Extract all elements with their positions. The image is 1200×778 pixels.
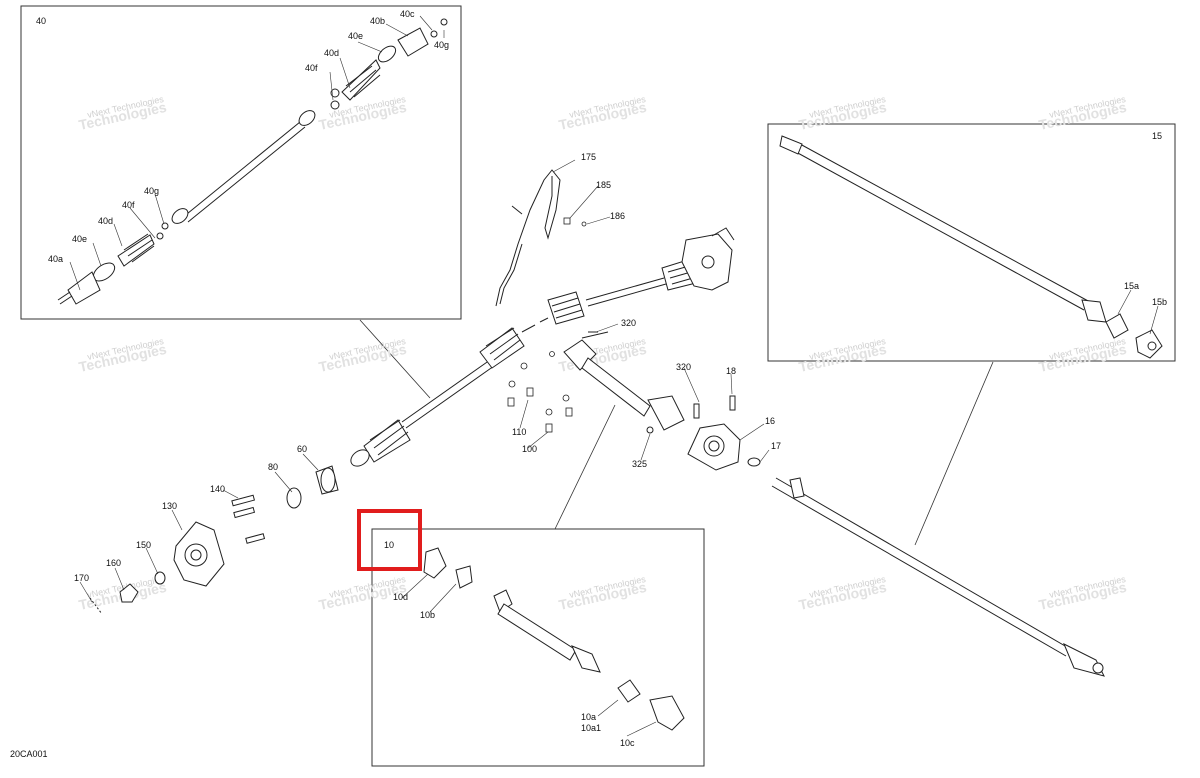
callout-40f-top: 40f bbox=[305, 63, 318, 73]
upper-axle-and-differential bbox=[539, 227, 735, 325]
rear-shaft-inset-drawing bbox=[779, 135, 1163, 359]
callout-40b: 40b bbox=[370, 16, 385, 26]
callout-18: 18 bbox=[726, 366, 736, 376]
callout-40g-bottom: 40g bbox=[144, 186, 159, 196]
callout-40d-bottom: 40d bbox=[98, 216, 113, 226]
inset-frame-drive-shaft bbox=[371, 528, 705, 767]
inset-leader-front-axle bbox=[359, 319, 431, 399]
main-leaders bbox=[79, 159, 1159, 737]
watermarks: Technologies vNext Technologies Technolo… bbox=[77, 94, 1128, 613]
callout-150: 150 bbox=[136, 540, 151, 550]
inset-leader-drive-shaft bbox=[554, 404, 616, 530]
inset-label-15: 15 bbox=[1152, 131, 1162, 141]
inset-leader-rear-shaft bbox=[914, 361, 994, 546]
callout-40d-top: 40d bbox=[324, 48, 339, 58]
callout-40c: 40c bbox=[400, 9, 415, 19]
callout-40g-top: 40g bbox=[434, 40, 449, 50]
callout-170: 170 bbox=[74, 573, 89, 583]
callout-185: 185 bbox=[596, 180, 611, 190]
callout-60: 60 bbox=[297, 444, 307, 454]
brake-cable-175 bbox=[495, 169, 561, 307]
callout-320-upper: 320 bbox=[621, 318, 636, 328]
center-bearing-assembly bbox=[588, 331, 761, 471]
front-drive-axle bbox=[350, 324, 536, 467]
inset-label-10: 10 bbox=[384, 540, 394, 550]
callout-16: 16 bbox=[765, 416, 775, 426]
callout-10a: 10a bbox=[581, 712, 596, 722]
front-axle-leaders bbox=[69, 15, 445, 291]
callout-10d: 10d bbox=[393, 592, 408, 602]
callout-186: 186 bbox=[610, 211, 625, 221]
small-clip-parts bbox=[563, 217, 587, 227]
callout-40a: 40a bbox=[48, 254, 63, 264]
callout-100: 100 bbox=[522, 444, 537, 454]
callout-325: 325 bbox=[632, 459, 647, 469]
callout-15a: 15a bbox=[1124, 281, 1139, 291]
callout-40e-bottom: 40e bbox=[72, 234, 87, 244]
callout-10c: 10c bbox=[620, 738, 635, 748]
wheel-hub-assembly bbox=[89, 465, 339, 615]
front-propshaft bbox=[563, 331, 685, 431]
inset-frame-front-axle bbox=[20, 5, 462, 320]
callout-15b: 15b bbox=[1152, 297, 1167, 307]
callout-40e-top: 40e bbox=[348, 31, 363, 41]
inset-label-40: 40 bbox=[36, 16, 46, 26]
callout-130: 130 bbox=[162, 501, 177, 511]
diagram-code: 20CA001 bbox=[10, 749, 48, 759]
inset-frame-rear-shaft bbox=[767, 123, 1176, 362]
callout-10b: 10b bbox=[420, 610, 435, 620]
callout-320-lower: 320 bbox=[676, 362, 691, 372]
callout-110: 110 bbox=[512, 427, 526, 437]
callout-10a1: 10a1 bbox=[581, 723, 601, 733]
callout-17: 17 bbox=[771, 441, 781, 451]
rear-propshaft-main bbox=[771, 477, 1105, 677]
callout-40f-bottom: 40f bbox=[122, 200, 135, 210]
drive-shaft-inset-drawing bbox=[423, 547, 685, 731]
bolts-and-washers-center bbox=[507, 351, 573, 433]
callout-80: 80 bbox=[268, 462, 278, 472]
callout-175: 175 bbox=[581, 152, 596, 162]
callout-140: 140 bbox=[210, 484, 225, 494]
callout-160: 160 bbox=[106, 558, 121, 568]
front-axle-inset-drawing bbox=[57, 18, 448, 305]
selection-highlight-box bbox=[357, 509, 422, 571]
